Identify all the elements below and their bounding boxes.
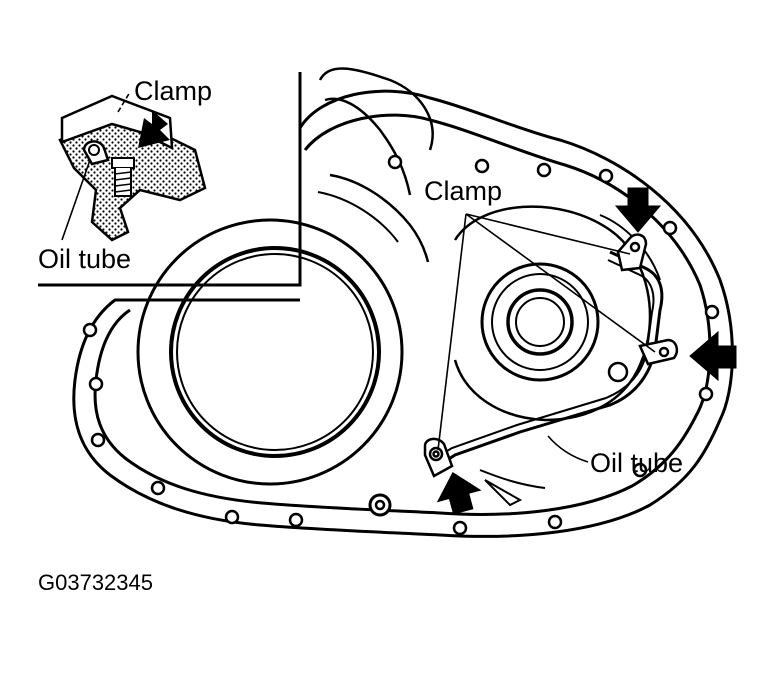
left-bore-inner: [169, 246, 381, 458]
arrow-left-icon: [689, 330, 737, 382]
housing-outer-flange: [72, 89, 734, 538]
oil-tube-leader: [547, 435, 589, 463]
bolt-holes: [82, 154, 720, 536]
main-oil-tube-label: Oil tube: [590, 448, 684, 478]
right-bearing-outer: [480, 262, 600, 382]
oil-tube-main: [431, 250, 664, 470]
arrows-main: [436, 187, 737, 515]
arrow-up-icon: [436, 471, 482, 515]
clamp-right: [638, 338, 679, 366]
clamp-leader-lines: [437, 213, 656, 451]
left-bore-outer: [136, 218, 404, 486]
housing-inner-flange: [93, 113, 712, 516]
inset-detail: [38, 72, 302, 287]
right-bearing-inner: [506, 288, 574, 356]
clamp-upper: [616, 233, 648, 272]
inset-clamp-label: Clamp: [134, 76, 213, 106]
main-clamp-label: Clamp: [424, 176, 503, 206]
inset-frame: [38, 72, 302, 287]
arrow-down-icon: [614, 187, 662, 233]
figure-id: G03732345: [38, 570, 153, 595]
housing: [72, 67, 734, 538]
clamps-main: [423, 233, 679, 478]
inset-oil-tube-label: Oil tube: [38, 244, 132, 274]
inset-arrow-icon: [138, 110, 170, 148]
